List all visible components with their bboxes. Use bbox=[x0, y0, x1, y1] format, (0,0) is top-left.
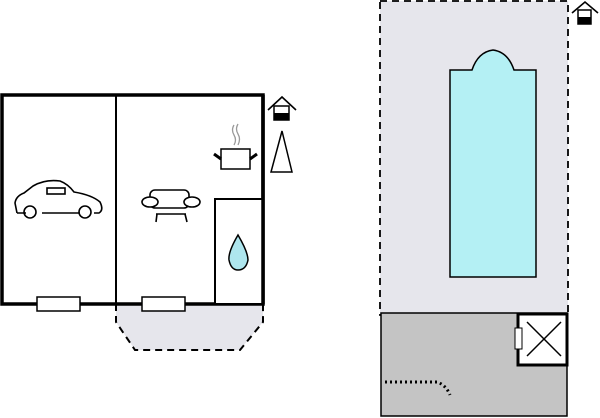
door bbox=[514, 327, 523, 350]
north-arrow-icon bbox=[270, 130, 293, 173]
house-entrance-icon bbox=[267, 95, 297, 121]
terrace bbox=[115, 303, 264, 351]
water-drop-icon bbox=[228, 233, 249, 271]
window bbox=[36, 296, 81, 312]
stairs-icon bbox=[516, 312, 569, 367]
sofa-icon bbox=[141, 189, 201, 223]
pool-icon bbox=[449, 49, 537, 278]
car-icon bbox=[14, 179, 103, 219]
window bbox=[141, 296, 186, 312]
house-entrance-icon bbox=[571, 0, 599, 25]
cooking-pot-icon bbox=[213, 123, 258, 170]
